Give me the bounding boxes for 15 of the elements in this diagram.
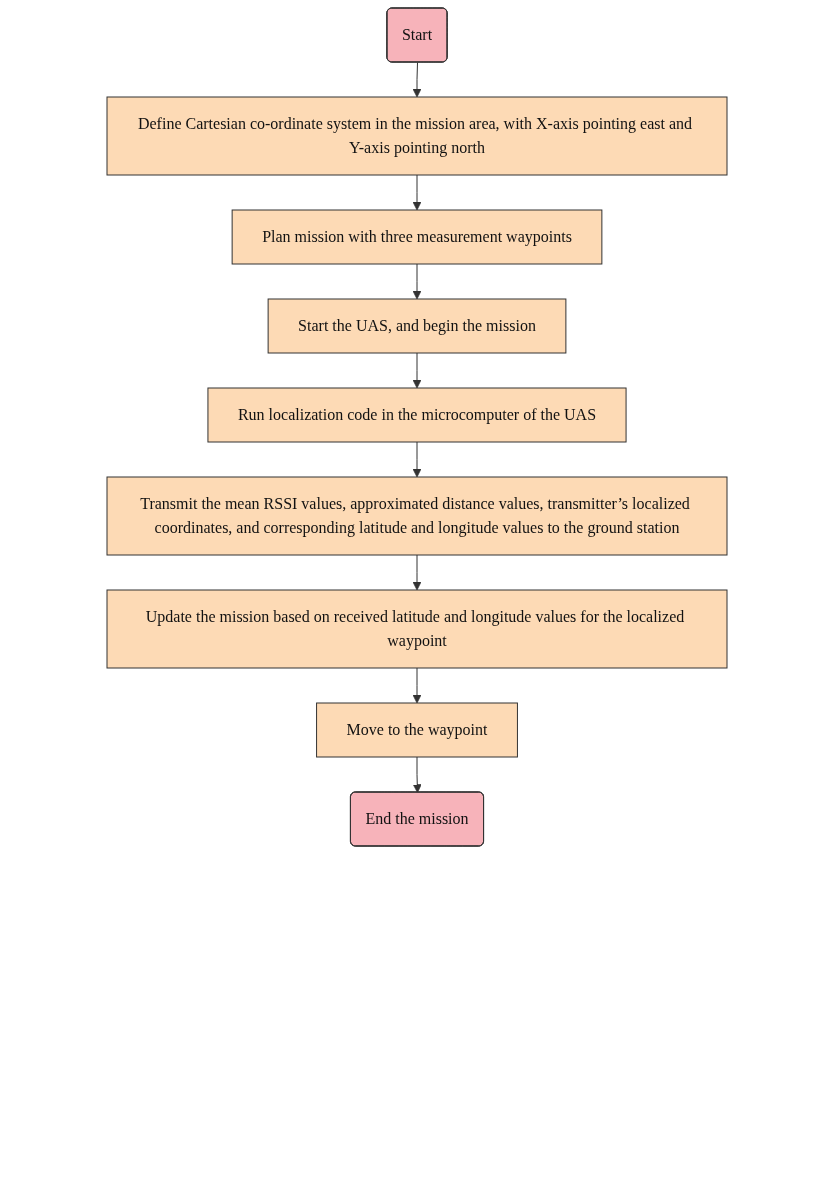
node-box: Move to the waypoint (316, 702, 518, 758)
arrow (412, 554, 422, 591)
arrow (412, 756, 422, 793)
arrow (412, 352, 422, 389)
arrow (412, 174, 422, 211)
arrow (412, 667, 422, 704)
node-box: Update the mission based on received latitude and longitude values for the localized waypoint (106, 589, 728, 669)
arrow (412, 62, 422, 98)
arrow (412, 263, 422, 300)
node-box: Start the UAS, and begin the mission (267, 298, 567, 354)
node-box: Run localization code in the microcomputer of the UAS (207, 387, 627, 443)
node-box: Plan mission with three measurement waypoints (231, 209, 603, 265)
node-box: Transmit the mean RSSI values, approximated distance values, transmitter’s localized coordinates, and corresponding latitude and longitude values to the ground station (106, 476, 728, 556)
arrow (412, 441, 422, 478)
node-box: Define Cartesian co-ordinate system in the mission area, with X-axis pointing east and Y-axis pointing north (106, 96, 728, 176)
